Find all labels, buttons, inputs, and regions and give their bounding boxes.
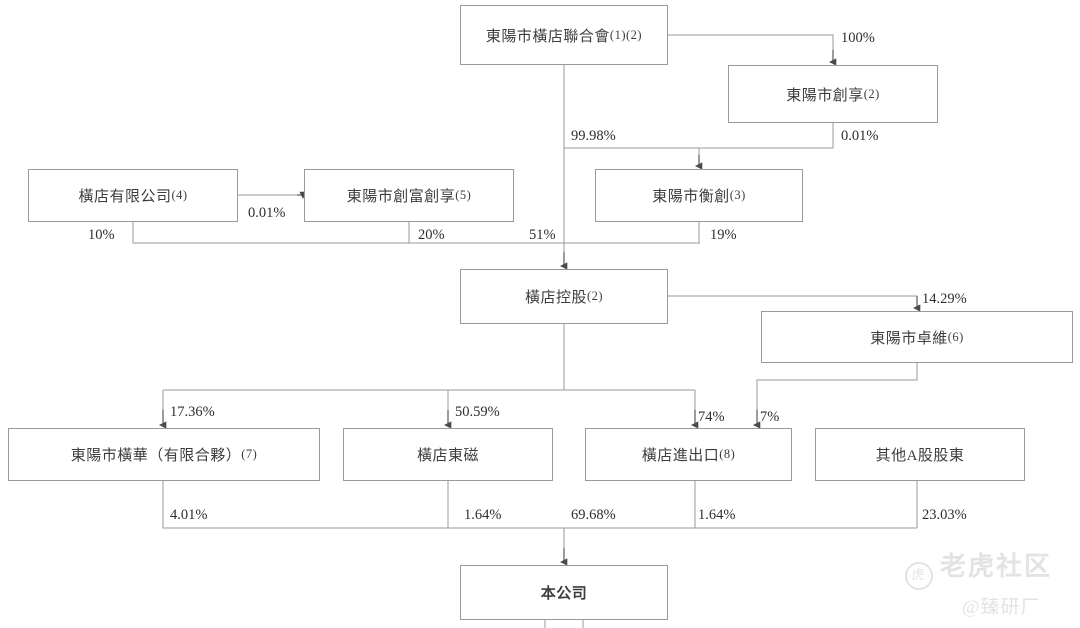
entity-label-konggu: 橫店控股 <box>524 290 587 306</box>
entity-label-bengongsi: 本公司 <box>540 586 588 602</box>
entity-footnote-lianhehui: (1)(2) <box>609 27 643 42</box>
entity-box-zhuowei: 東陽市卓維(6) <box>761 311 1073 363</box>
percentage-label-p5059: 50.59% <box>455 404 500 420</box>
percentage-label-p401: 4.01% <box>170 507 208 523</box>
entity-box-henghua: 東陽市橫華（有限合夥）(7) <box>8 428 320 481</box>
entity-box-qitaagu: 其他A股股東 <box>815 428 1025 481</box>
entity-label-chuangxiang: 東陽市創享 <box>786 87 864 104</box>
entity-box-chuangxiang: 東陽市創享(2) <box>728 65 938 123</box>
entity-label-hengchuang: 東陽市衡創 <box>652 189 730 205</box>
watermark-tiger-community: 虎老虎社区 <box>905 546 1052 590</box>
watermark-zhenyanchang: @臻研厂 <box>962 597 1041 618</box>
entity-label-chuangfu: 東陽市創富創享 <box>346 189 456 205</box>
percentage-label-p51: 51% <box>529 227 556 243</box>
percentage-label-p2303: 23.03% <box>922 507 967 523</box>
percentage-label-p6968: 69.68% <box>571 507 616 523</box>
entity-label-zhuowei: 東陽市卓維 <box>870 330 948 347</box>
watermark-tiger-text: 老虎社区 <box>940 552 1053 581</box>
entity-footnote-henghua: (7) <box>241 447 258 461</box>
entity-label-qitaagu: 其他A股股東 <box>875 448 965 464</box>
percentage-label-p164a: 1.64% <box>464 507 502 523</box>
percentage-label-p001a: 0.01% <box>841 128 879 144</box>
tiger-logo-icon: 虎 <box>905 562 933 590</box>
entity-box-jinchukou: 橫店進出口(8) <box>585 428 792 481</box>
percentage-label-p164b: 1.64% <box>698 507 736 523</box>
entity-footnote-konggu: (2) <box>586 289 604 303</box>
entity-box-hengchuang: 東陽市衡創(3) <box>595 169 803 222</box>
percentage-label-p10: 10% <box>88 227 115 243</box>
entity-box-hengdianyxgs: 橫店有限公司(4) <box>28 169 238 222</box>
entity-label-henghua: 東陽市橫華（有限合夥） <box>70 448 242 464</box>
entity-box-bengongsi: 本公司 <box>460 565 668 620</box>
entity-box-lianhehui: 東陽市橫店聯合會(1)(2) <box>460 5 668 65</box>
entity-footnote-chuangfu: (5) <box>455 188 472 202</box>
entity-box-chuangfu: 東陽市創富創享(5) <box>304 169 514 222</box>
percentage-label-p001b: 0.01% <box>248 205 286 221</box>
entity-label-hengdianyxgs: 橫店有限公司 <box>78 189 172 205</box>
entity-label-lianhehui: 東陽市橫店聯合會 <box>485 28 610 45</box>
entity-footnote-hengchuang: (3) <box>729 188 746 202</box>
percentage-label-p7: 7% <box>760 409 780 425</box>
entity-box-dongci: 橫店東磁 <box>343 428 553 481</box>
percentage-label-p74: 74% <box>698 409 725 425</box>
percentage-label-p1736: 17.36% <box>170 404 215 420</box>
entity-label-dongci: 橫店東磁 <box>416 448 479 464</box>
percentage-label-p100: 100% <box>841 30 875 46</box>
percentage-label-p19: 19% <box>710 227 737 243</box>
entity-box-konggu: 橫店控股(2) <box>460 269 668 324</box>
percentage-label-p1429: 14.29% <box>922 291 967 307</box>
entity-footnote-chuangxiang: (2) <box>863 86 880 101</box>
entity-footnote-zhuowei: (6) <box>947 329 964 344</box>
entity-label-jinchukou: 橫店進出口 <box>641 448 720 464</box>
percentage-label-p9998: 99.98% <box>571 128 616 144</box>
entity-footnote-jinchukou: (8) <box>719 447 736 461</box>
entity-footnote-hengdianyxgs: (4) <box>171 188 188 202</box>
percentage-label-p20: 20% <box>418 227 445 243</box>
